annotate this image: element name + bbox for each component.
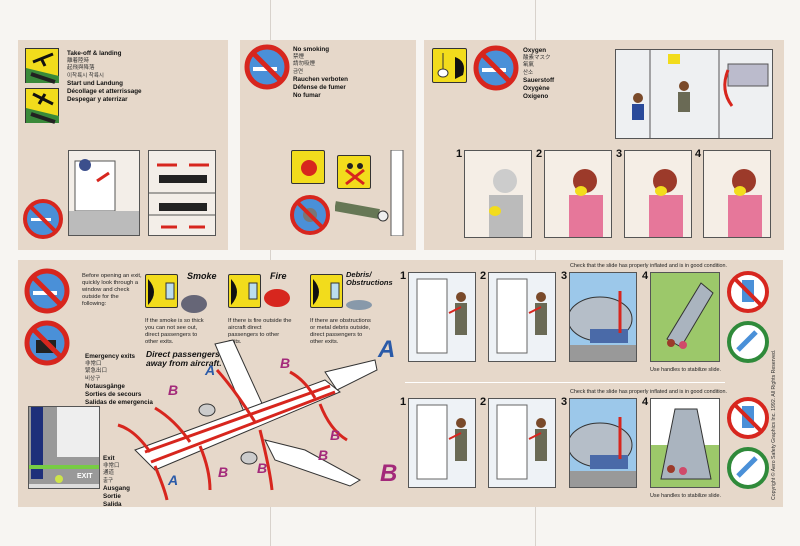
debris-icon	[346, 300, 372, 310]
seatbelt-illustration	[68, 150, 140, 236]
door-label: B	[280, 355, 291, 371]
door-label: B	[330, 427, 341, 443]
copyright: Copyright © Aero Safety Graphics Inc. 19…	[771, 349, 777, 500]
no-smoking-icon	[23, 199, 63, 239]
no-smoking-icon	[24, 268, 70, 314]
slide-step-illustration	[569, 398, 637, 488]
oxygen-step-illustration	[703, 150, 771, 238]
door-label: B	[257, 460, 268, 476]
no-smoking-icon	[244, 44, 290, 90]
door-label: A	[168, 472, 179, 488]
slide-step-number: 2	[480, 396, 487, 408]
oxygen-mask-icon	[432, 48, 467, 83]
lavatory-illustration	[335, 150, 405, 236]
slide-step-number: 3	[561, 270, 568, 282]
slide-step-number: 1	[400, 396, 407, 408]
oxygen-step-number: 2	[536, 148, 543, 160]
floor-lighting-illustration: EXIT	[28, 406, 100, 489]
slide-step-number: 3	[561, 396, 568, 408]
slide-step-illustration	[488, 272, 556, 362]
smoke-detector-icon	[291, 150, 325, 184]
debris-text: If there are obstructions or metal debri…	[310, 318, 371, 345]
door-label: B	[218, 464, 229, 480]
smoke-icon	[181, 295, 207, 313]
slide-step-number: 4	[642, 270, 649, 282]
slide-step-illustration	[569, 272, 637, 362]
door-label: B	[318, 447, 329, 463]
slide-step-illustration	[650, 272, 720, 362]
slide-step-illustration	[408, 272, 476, 362]
oxygen-step-illustration	[544, 150, 612, 238]
lavatory-icon	[337, 155, 371, 189]
row-a-label: A	[378, 336, 396, 363]
slide-step-illustration	[408, 398, 476, 488]
slide-step-number: 4	[642, 396, 649, 408]
fire-title: Fire	[270, 271, 287, 281]
fire-window-icon	[228, 274, 261, 308]
no-smoking-icon	[473, 45, 519, 91]
slide-step-illustration	[650, 398, 720, 488]
no-baggage-icon	[24, 320, 70, 366]
slide-step-number: 2	[480, 270, 487, 282]
slide-handles-text: Use handles to stabilize slide.	[650, 493, 722, 499]
oxygen-step-illustration	[464, 150, 532, 238]
debris-title: Debris/ Obstructions	[346, 270, 393, 287]
slide-check-text: Check that the slide has properly inflat…	[570, 263, 728, 269]
jump-onto-slide-icon	[727, 447, 769, 489]
row-b-label: B	[380, 460, 398, 487]
row-divider	[405, 382, 725, 383]
slide-step-illustration	[488, 398, 556, 488]
slide-step-number: 1	[400, 270, 407, 282]
no-sitting-jump-icon	[727, 271, 769, 313]
door-label: B	[168, 382, 179, 398]
door-label: A	[205, 362, 216, 378]
exit-sign: EXIT	[77, 473, 93, 480]
oxygen-step-number: 1	[456, 148, 463, 160]
fire-icon	[264, 289, 290, 307]
oxygen-step-number: 4	[695, 148, 702, 160]
oxygen-step-number: 3	[616, 148, 623, 160]
smoke-title: Smoke	[187, 271, 217, 281]
slide-check-text: Check that the slide has properly inflat…	[570, 389, 728, 395]
slide-handles-text: Use handles to stabilize slide.	[650, 367, 722, 373]
oxygen-step-illustration	[624, 150, 692, 238]
smoke-text: If the smoke is so thick you can not see…	[145, 318, 204, 345]
fire-text: If there is fire outside the aircraft di…	[228, 318, 292, 345]
debris-window-icon	[310, 274, 343, 308]
no-sitting-jump-icon	[727, 397, 769, 439]
smoke-window-icon	[145, 274, 178, 308]
jump-onto-slide-icon	[727, 321, 769, 363]
takeoff-icon	[25, 48, 59, 124]
aircraft-exit-diagram	[117, 339, 378, 501]
no-lavatory-smoking-icon	[290, 195, 330, 235]
exit-check-instruction: Before opening an exit, quickly look thr…	[82, 273, 142, 307]
oxygen-compartment-illustration	[615, 49, 773, 139]
seatbelt-fasten-illustration	[148, 150, 216, 236]
direct-passengers-text: Direct passengers away from aircraft.	[146, 349, 222, 368]
